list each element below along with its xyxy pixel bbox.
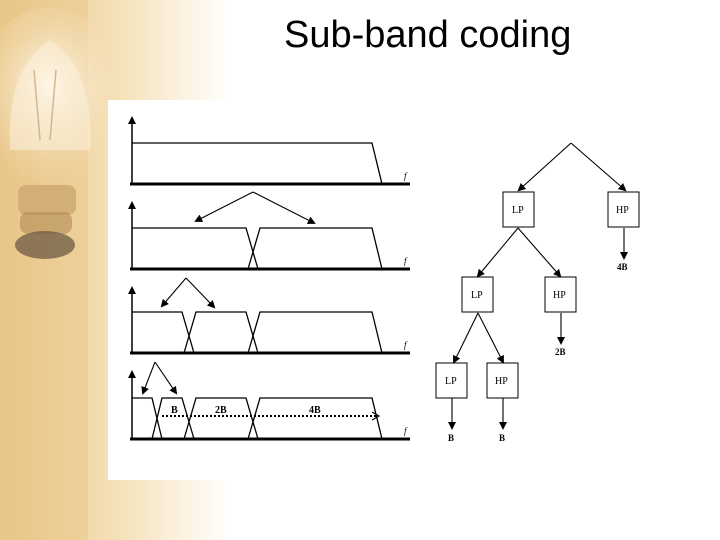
svg-text:HP: HP <box>495 376 508 387</box>
slide-title: Sub-band coding <box>284 14 572 56</box>
lp-filter-box-level-3: LP <box>435 362 468 399</box>
output-label-b-high: B <box>499 433 505 443</box>
axis-label-f-2: f <box>404 256 408 266</box>
svg-text:HP: HP <box>553 290 566 301</box>
svg-text:HP: HP <box>616 205 629 216</box>
axis-label-f-1: f <box>404 171 408 181</box>
band-label-2b: 2B <box>215 405 227 416</box>
output-label-2b: 2B <box>555 347 566 357</box>
hp-filter-box-level-2: HP <box>544 276 577 313</box>
svg-text:LP: LP <box>445 376 457 387</box>
split-arrow-right-2 <box>252 191 316 224</box>
output-label-b-low: B <box>448 433 454 443</box>
output-label-4b: 4B <box>617 262 628 272</box>
split-arrow-left-2 <box>194 191 254 222</box>
passband-eighth-1 <box>132 397 163 440</box>
hp-filter-box-level-1: HP <box>607 191 640 228</box>
split-arrow-left-4 <box>141 361 156 395</box>
spectrum-row-1 <box>128 116 410 186</box>
passband-low-half <box>132 227 259 270</box>
svg-text:LP: LP <box>512 205 524 216</box>
spectrum-row-4 <box>128 361 410 441</box>
spectrum-row-2 <box>128 191 410 271</box>
lp-filter-box-level-1: LP <box>502 191 535 228</box>
passband-quarter-1 <box>132 311 195 354</box>
split-arrow-right-3 <box>185 277 216 309</box>
passband-eighth-2 <box>151 397 195 440</box>
svg-text:LP: LP <box>471 290 483 301</box>
hp-filter-box-level-3: HP <box>486 362 519 399</box>
band-label-4b: 4B <box>309 405 321 416</box>
spectrum-row-3 <box>128 277 410 355</box>
passband-high-half-4 <box>247 397 383 440</box>
light-bulb-icon <box>0 7 122 259</box>
split-arrow-left-3 <box>160 277 187 308</box>
axis-label-f-4: f <box>404 426 408 436</box>
band-width-arrowhead <box>371 411 381 421</box>
lp-filter-box-level-2: LP <box>461 276 494 313</box>
passband-high-half <box>247 227 383 270</box>
band-label-b: B <box>171 405 178 416</box>
axis-label-f-3: f <box>404 340 408 350</box>
filter-tree-connectors <box>448 142 628 430</box>
passband-quarter-2 <box>183 311 259 354</box>
passband-high-half-3 <box>247 311 383 354</box>
passband-quarter-2-4 <box>183 397 259 440</box>
passband-full <box>132 142 383 185</box>
split-arrow-right-4 <box>154 361 178 395</box>
